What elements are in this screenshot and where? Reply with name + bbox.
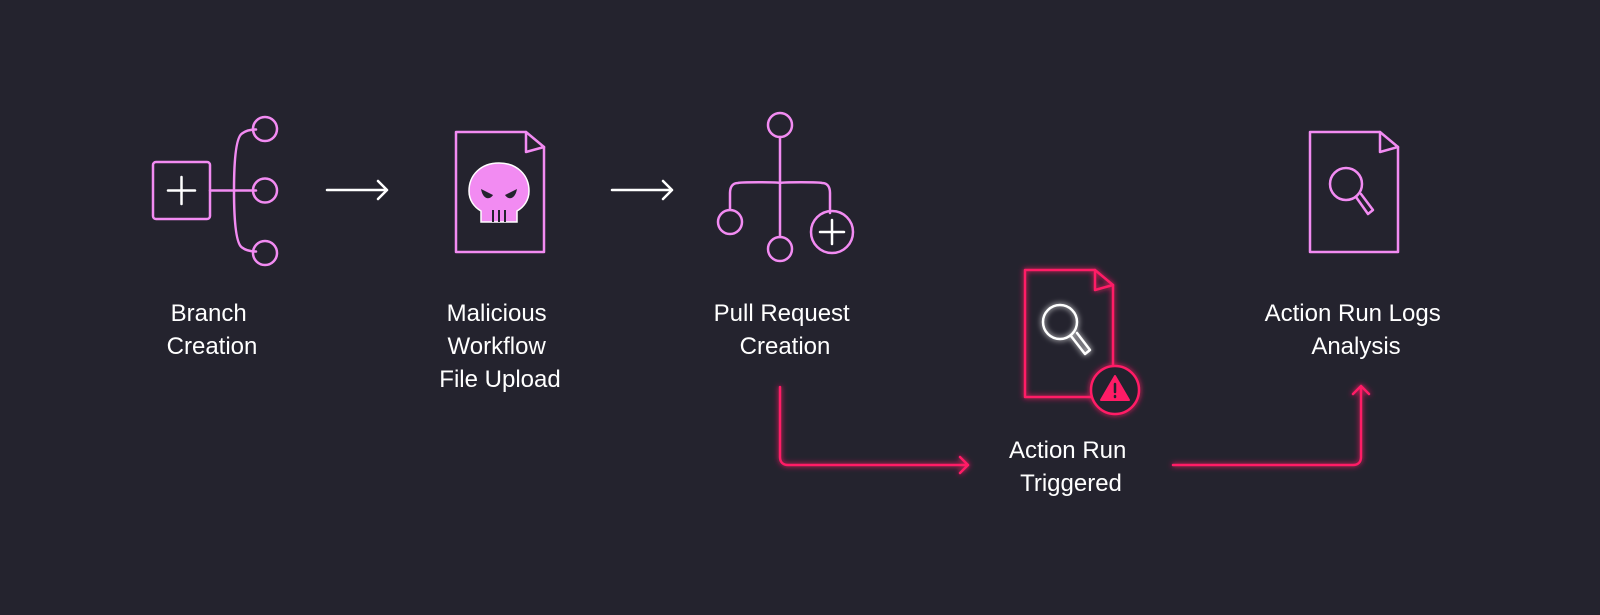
step-label-pull-request: Pull Request Creation [714, 300, 857, 360]
file-search-icon [1308, 130, 1400, 254]
arrow-right-icon [610, 179, 674, 201]
alert-file-search-icon [1023, 268, 1141, 416]
connector-arrow-to-analysis [1171, 384, 1371, 467]
step-label-action-run-triggered: Action Run Triggered [1009, 437, 1133, 497]
step-label-malicious-upload: Malicious Workflow File Upload [439, 300, 560, 393]
step-label-branch-creation: Branch Creation [167, 300, 258, 360]
connector-arrow-to-triggered [778, 385, 970, 475]
step-label-logs-analysis: Action Run Logs Analysis [1265, 300, 1448, 360]
pull-request-icon [716, 111, 855, 263]
arrow-right-icon [325, 179, 389, 201]
malicious-file-icon [454, 130, 546, 254]
branch-icon [151, 115, 279, 267]
skull-icon [468, 162, 530, 223]
